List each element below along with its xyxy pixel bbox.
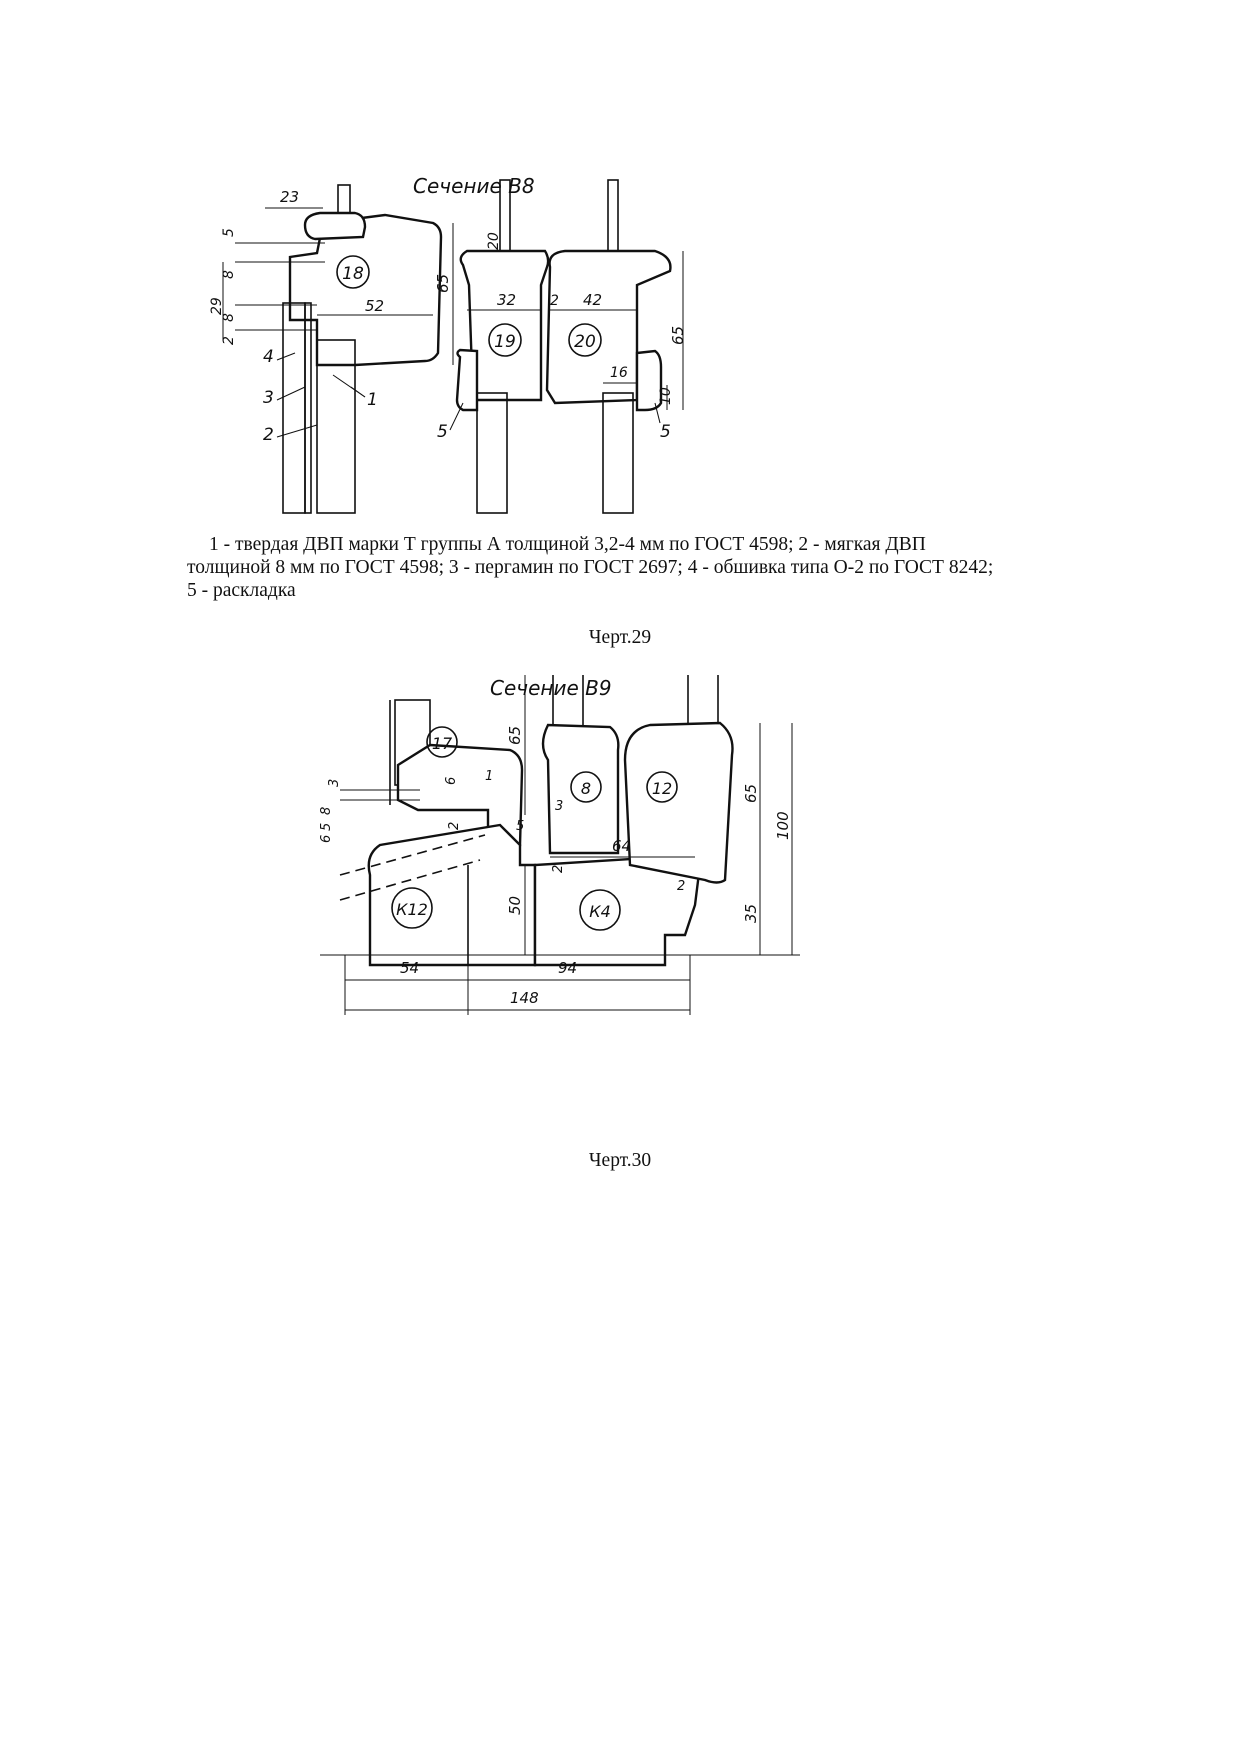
dim-2b: 2 xyxy=(551,865,566,873)
legend-line-2: толщиной 8 мм по ГОСТ 4598; 3 - пергамин… xyxy=(187,557,994,578)
part-20-label: 20 xyxy=(574,332,596,352)
callout-1: 1 xyxy=(367,390,378,410)
part-k4-marker xyxy=(579,889,621,931)
section-v8-drawing: Сечение В8 18 19 20 23 5 8 29 8 2 52 65 … xyxy=(209,175,687,514)
figure-caption-29: Черт.29 xyxy=(588,627,652,648)
part-k12-label: К12 xyxy=(396,900,428,919)
section-title: Сечение В8 xyxy=(413,175,535,198)
dim-100: 100 xyxy=(774,811,792,840)
part-8-marker xyxy=(570,771,602,803)
part-8-label: 8 xyxy=(581,779,591,798)
dim-35: 35 xyxy=(742,904,760,923)
part-12-label: 12 xyxy=(652,779,672,798)
dim-54: 54 xyxy=(400,959,419,977)
dim-148: 148 xyxy=(510,989,539,1007)
dim-5: 5 xyxy=(221,228,237,237)
dim-2: 2 xyxy=(221,336,237,345)
dim-20: 20 xyxy=(486,232,502,250)
figure-caption-30: Черт.30 xyxy=(588,1150,652,1171)
dim-2c: 2 xyxy=(677,879,685,894)
dim-42: 42 xyxy=(583,291,602,309)
dim-65a: 65 xyxy=(434,274,452,293)
dim-65b: 65 xyxy=(669,326,687,345)
dim-32: 32 xyxy=(497,291,516,309)
part-19-marker xyxy=(488,323,522,357)
part-20-marker xyxy=(568,323,602,357)
callout-5-left: 5 xyxy=(437,422,448,442)
part-k4-label: К4 xyxy=(589,902,611,921)
legend-line-1: 1 - твердая ДВП марки Т группы А толщино… xyxy=(209,534,926,555)
part-18-label: 18 xyxy=(342,264,364,284)
dim-1: 1 xyxy=(485,769,493,784)
dim-5: 5 xyxy=(320,823,334,831)
callout-4: 4 xyxy=(263,347,274,367)
part-17-marker xyxy=(426,726,458,758)
dim-8a: 8 xyxy=(221,270,237,279)
dim-50: 50 xyxy=(506,896,524,915)
callout-3: 3 xyxy=(263,388,274,408)
dim-5b: 5 xyxy=(516,819,524,834)
dim-65b: 65 xyxy=(742,784,760,803)
dim-2-gap: 2 xyxy=(550,293,559,309)
legend: 1 - твердая ДВП марки Т группы А толщино… xyxy=(187,533,1055,602)
dim-23: 23 xyxy=(280,188,299,206)
dim-8: 8 xyxy=(320,807,334,815)
dim-64: 64 xyxy=(612,837,631,855)
dim-16: 16 xyxy=(610,365,628,381)
dim-52: 52 xyxy=(365,297,384,315)
dim-8b: 8 xyxy=(221,313,237,322)
callout-5-right: 5 xyxy=(660,422,671,442)
dim-6b: 6 xyxy=(444,777,459,785)
dim-3b: 3 xyxy=(555,799,563,814)
dim-94: 94 xyxy=(558,959,577,977)
legend-line-3: 5 - раскладка xyxy=(187,580,296,601)
dim-3: 3 xyxy=(327,779,342,787)
section-title: Сечение В9 xyxy=(490,676,612,700)
part-17-label: 17 xyxy=(432,734,453,753)
part-k12-marker xyxy=(391,887,433,929)
dim-10: 10 xyxy=(658,387,674,405)
callout-2: 2 xyxy=(263,425,274,445)
dim-29: 29 xyxy=(209,297,225,315)
part-19-label: 19 xyxy=(494,332,516,352)
part-12-marker xyxy=(646,771,678,803)
dim-65a: 65 xyxy=(506,726,524,745)
dim-2a: 2 xyxy=(447,822,462,830)
section-v9-drawing: Сечение В9 17 К12 К4 8 12 3 8 5 6 6 1 2 … xyxy=(320,675,800,1015)
dim-6a: 6 xyxy=(320,835,334,843)
part-18-marker xyxy=(336,255,370,289)
